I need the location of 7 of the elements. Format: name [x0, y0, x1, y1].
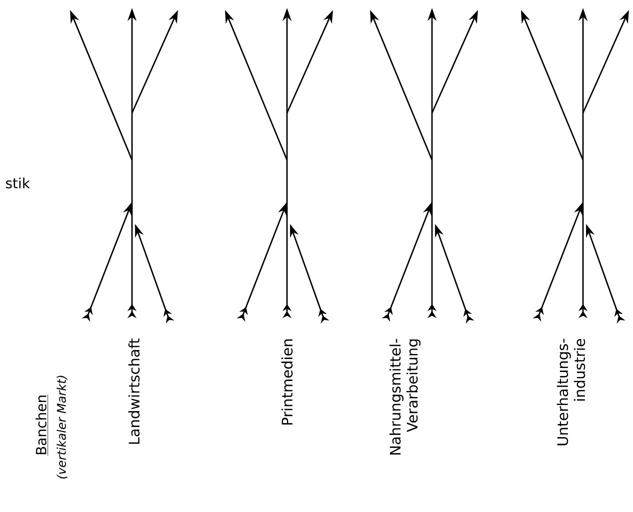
axis-label: Banchen: [36, 394, 48, 456]
industry-label: Nahrungsmittel- Verarbeitung: [389, 338, 420, 454]
industry-label: Landwirtschaft: [128, 338, 140, 444]
industry-label: Printmedien: [281, 339, 293, 424]
industry-label: Unterhaltungs- industrie: [556, 338, 586, 446]
axis-label: (vertikaler Markt): [56, 376, 68, 478]
axis-label: stik: [6, 178, 30, 188]
